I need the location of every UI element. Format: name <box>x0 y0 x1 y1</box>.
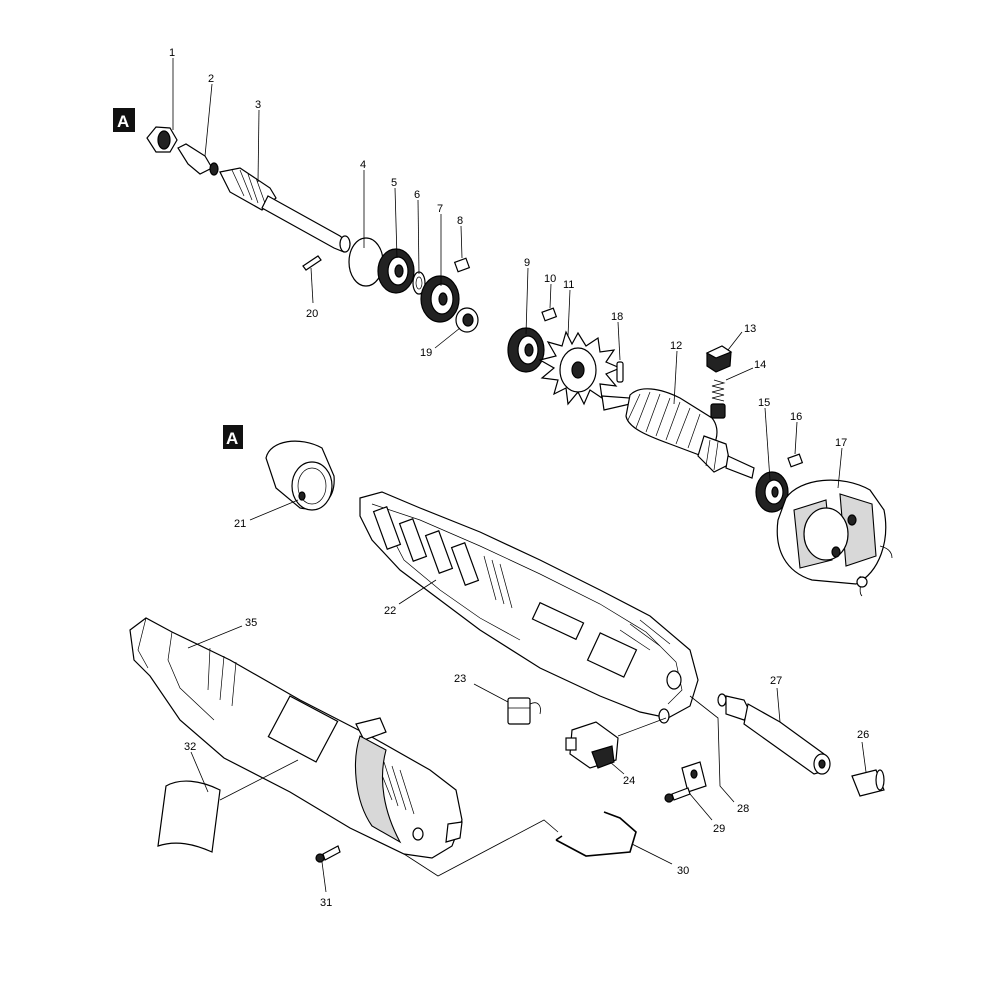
part-number-12: 12 <box>670 340 682 352</box>
wire-clip-part <box>555 811 637 857</box>
field-coil-part <box>776 479 893 597</box>
screw-part <box>315 845 341 863</box>
part-number-3: 3 <box>255 99 261 111</box>
part-number-28: 28 <box>737 803 749 815</box>
pin-part <box>787 453 804 468</box>
svg-text:A: A <box>117 112 129 131</box>
part-number-2: 2 <box>208 73 214 85</box>
part-number-4: 4 <box>360 159 366 171</box>
label-plate-part <box>157 780 221 853</box>
sleeve-part <box>851 769 885 797</box>
cord-guard-part <box>717 693 831 775</box>
part-number-7: 7 <box>437 203 443 215</box>
part-number-15: 15 <box>758 397 770 409</box>
part-number-23: 23 <box>454 673 466 685</box>
part-number-13: 13 <box>744 323 756 335</box>
armature-part <box>601 388 755 479</box>
ball-bearing-part <box>377 248 415 294</box>
part-number-24: 24 <box>623 775 635 787</box>
capacitor-part <box>507 697 541 725</box>
strain-relief-part <box>681 761 707 793</box>
collet-nut-part <box>146 126 178 153</box>
part-number-18: 18 <box>611 311 623 323</box>
part-number-20: 20 <box>306 308 318 320</box>
retaining-ring-part <box>412 271 426 295</box>
part-number-27: 27 <box>770 675 782 687</box>
part-number-26: 26 <box>857 729 869 741</box>
ball-bearing-part <box>755 471 789 513</box>
part-number-14: 14 <box>754 359 766 371</box>
part-number-8: 8 <box>457 215 463 227</box>
reference-marker-a-top: A <box>113 108 135 132</box>
part-number-9: 9 <box>524 257 530 269</box>
carbon-brush-part <box>705 345 733 373</box>
ball-bearing-part <box>507 327 545 373</box>
nose-cap-part <box>265 440 335 511</box>
svg-text:A: A <box>226 429 238 448</box>
tool-body-part <box>129 617 463 859</box>
part-numbers: 1 2 3 4 5 6 7 8 9 10 11 12 13 14 15 16 1… <box>169 47 869 909</box>
part-number-19: 19 <box>420 347 432 359</box>
pin-part <box>616 361 624 383</box>
part-number-16: 16 <box>790 411 802 423</box>
ball-bearing-part <box>420 275 460 323</box>
spacer-part <box>455 307 479 333</box>
fan-part <box>538 330 622 406</box>
spindle-part <box>219 167 351 253</box>
pin-part <box>302 255 322 271</box>
brush-spring-part <box>710 379 726 419</box>
part-number-30: 30 <box>677 865 689 877</box>
part-number-22: 22 <box>384 605 396 617</box>
pin-part <box>541 307 558 322</box>
part-number-17: 17 <box>835 437 847 449</box>
screw-part <box>664 787 691 803</box>
part-number-35: 35 <box>245 617 257 629</box>
reference-marker-a-mid: A <box>223 425 243 449</box>
part-number-5: 5 <box>391 177 397 189</box>
switch-part <box>565 721 619 769</box>
part-number-29: 29 <box>713 823 725 835</box>
part-number-1: 1 <box>169 47 175 59</box>
part-number-32: 32 <box>184 741 196 753</box>
washer-part <box>348 237 384 287</box>
collet-part <box>177 143 219 176</box>
part-number-10: 10 <box>544 273 556 285</box>
part-number-11: 11 <box>563 279 574 291</box>
part-number-21: 21 <box>234 518 246 530</box>
leader-lines <box>172 58 867 893</box>
housing-part <box>359 491 699 724</box>
pin-part <box>453 257 471 273</box>
part-number-31: 31 <box>320 897 332 909</box>
part-number-6: 6 <box>414 189 420 201</box>
